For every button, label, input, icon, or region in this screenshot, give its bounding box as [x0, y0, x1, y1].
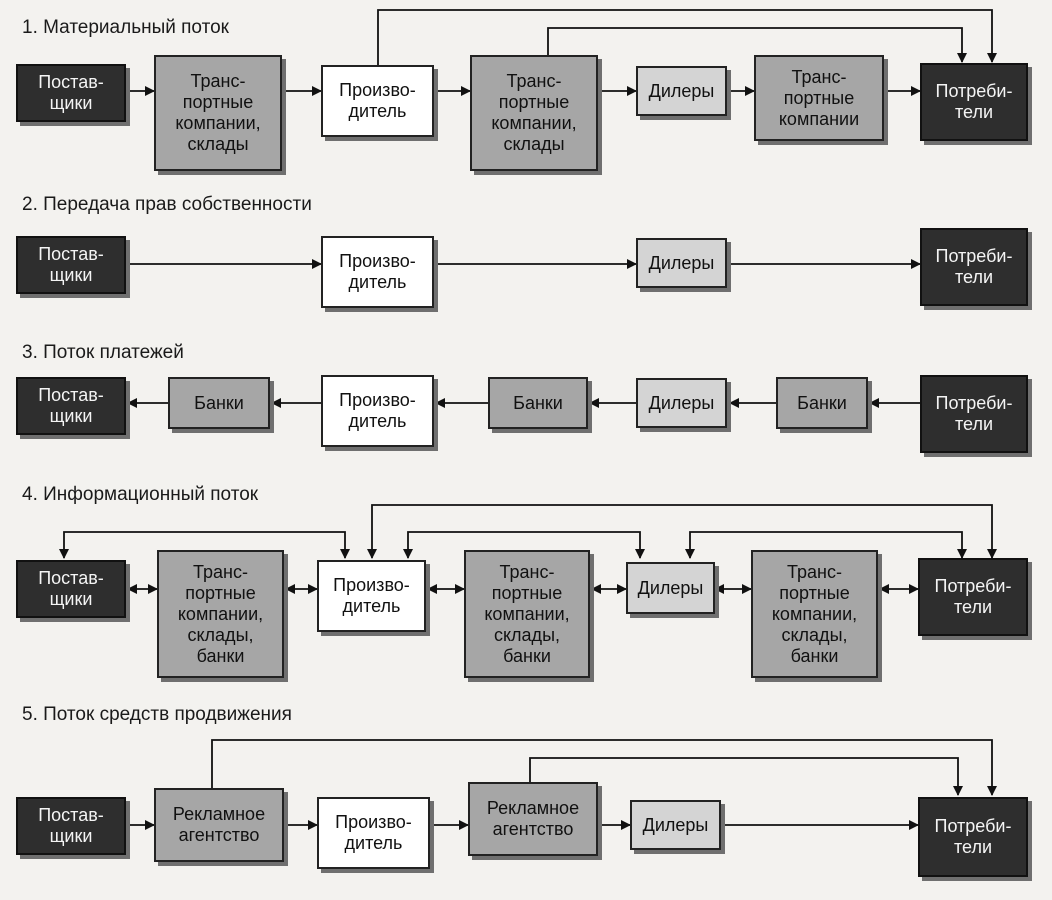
node-banks: Банки	[776, 377, 868, 429]
node-label: Дилеры	[637, 577, 704, 598]
node-consumers: Потреби- тели	[920, 375, 1028, 453]
arrow	[403, 531, 645, 559]
node-label: Транс- портные компании, склады, банки	[484, 561, 570, 666]
row-title-promotion: 5. Поток средств продвижения	[22, 704, 292, 725]
node-label: Рекламное агентство	[172, 804, 266, 845]
arrow	[367, 504, 997, 559]
node-label: Потреби- тели	[935, 246, 1013, 287]
node-transport: Транс- портные компании, склады	[470, 55, 598, 171]
node-banks: Банки	[168, 377, 270, 429]
node-label: Банки	[194, 392, 244, 413]
node-dealers: Дилеры	[630, 800, 721, 850]
node-label: Произво- дитель	[339, 390, 416, 431]
arrow	[377, 9, 997, 65]
arrow	[211, 739, 997, 796]
arrow	[547, 27, 967, 63]
node-label: Постав- щики	[38, 805, 104, 846]
node-consumers: Потреби- тели	[918, 797, 1028, 877]
row-title-information: 4. Информационный поток	[22, 484, 259, 505]
node-label: Дилеры	[648, 392, 715, 413]
node-label: Дилеры	[648, 80, 715, 101]
node-producer: Произво- дитель	[321, 375, 434, 447]
node-transport-banks: Транс- портные компании, склады, банки	[157, 550, 284, 678]
row-title-material: 1. Материальный поток	[22, 17, 229, 38]
node-consumers: Потреби- тели	[920, 63, 1028, 141]
row-title-ownership: 2. Передача прав собственности	[22, 194, 312, 215]
node-suppliers: Постав- щики	[16, 377, 126, 435]
node-label: Транс- портные компании	[778, 66, 860, 129]
node-label: Банки	[513, 392, 563, 413]
node-label: Потреби- тели	[934, 576, 1012, 617]
node-suppliers: Постав- щики	[16, 64, 126, 122]
node-producer: Произво- дитель	[321, 236, 434, 308]
node-label: Транс- портные компании, склады	[491, 71, 577, 154]
node-dealers: Дилеры	[636, 378, 727, 428]
node-transport-banks: Транс- портные компании, склады, банки	[751, 550, 878, 678]
node-label: Транс- портные компании, склады	[175, 71, 261, 154]
node-ad-agency: Рекламное агентство	[468, 782, 598, 856]
node-label: Рекламное агентство	[486, 798, 580, 839]
node-banks: Банки	[488, 377, 588, 429]
node-label: Постав- щики	[38, 244, 104, 285]
node-transport: Транс- портные компании	[754, 55, 884, 141]
node-consumers: Потреби- тели	[920, 228, 1028, 306]
node-dealers: Дилеры	[636, 66, 727, 116]
node-producer: Произво- дитель	[317, 560, 426, 632]
node-dealers: Дилеры	[636, 238, 727, 288]
node-label: Произво- дитель	[339, 80, 416, 121]
node-label: Транс- портные компании, склады, банки	[177, 561, 264, 666]
node-transport: Транс- портные компании, склады	[154, 55, 282, 171]
node-producer: Произво- дитель	[321, 65, 434, 137]
node-label: Дилеры	[642, 814, 709, 835]
node-label: Банки	[797, 392, 847, 413]
node-label: Транс- портные компании, склады, банки	[771, 561, 858, 666]
arrow	[685, 531, 967, 559]
node-label: Произво- дитель	[333, 575, 410, 616]
node-producer: Произво- дитель	[317, 797, 430, 869]
node-suppliers: Постав- щики	[16, 560, 126, 618]
node-label: Дилеры	[648, 252, 715, 273]
node-label: Постав- щики	[38, 385, 104, 426]
node-label: Постав- щики	[38, 568, 104, 609]
node-transport-banks: Транс- портные компании, склады, банки	[464, 550, 590, 678]
node-label: Произво- дитель	[335, 812, 412, 853]
node-label: Потреби- тели	[935, 81, 1013, 122]
node-ad-agency: Рекламное агентство	[154, 788, 284, 862]
node-label: Потреби- тели	[934, 816, 1012, 857]
arrow	[59, 531, 350, 559]
node-consumers: Потреби- тели	[918, 558, 1028, 636]
node-dealers: Дилеры	[626, 562, 715, 614]
row-title-payments: 3. Поток платежей	[22, 342, 184, 363]
node-label: Произво- дитель	[339, 251, 416, 292]
node-label: Потреби- тели	[935, 393, 1013, 434]
node-suppliers: Постав- щики	[16, 797, 126, 855]
node-label: Постав- щики	[38, 72, 104, 113]
node-suppliers: Постав- щики	[16, 236, 126, 294]
arrow	[529, 757, 963, 796]
